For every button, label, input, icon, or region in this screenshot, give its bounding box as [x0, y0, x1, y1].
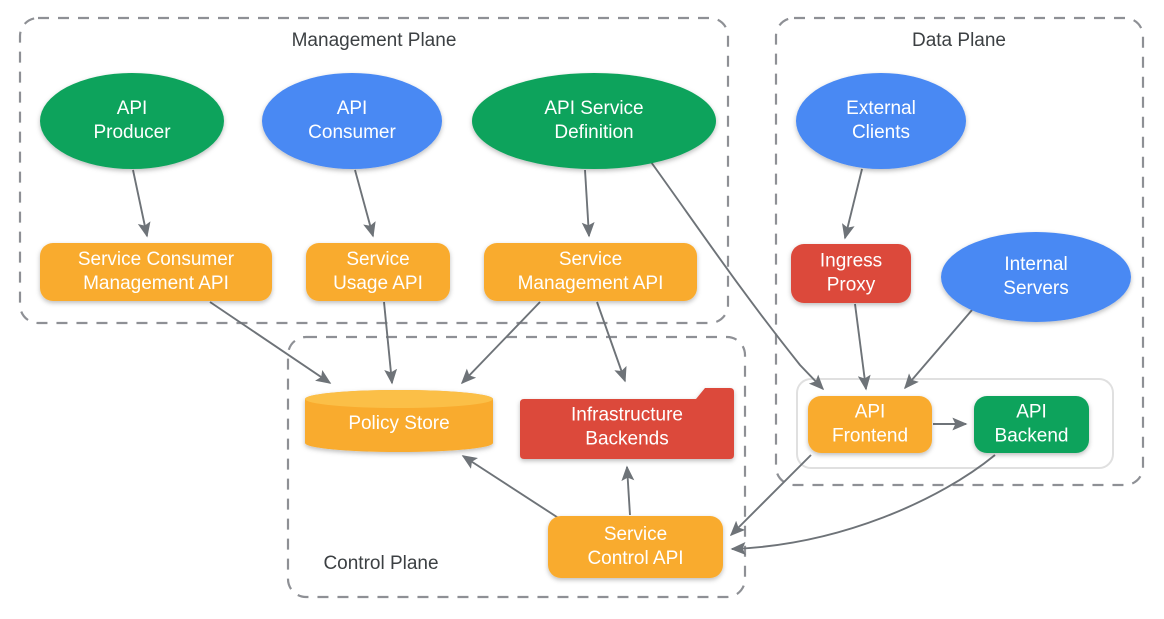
api-consumer-ellipse-shape — [262, 73, 442, 169]
edge-service-control-api-to-policy-store — [461, 455, 561, 520]
api-frontend-label: API — [855, 402, 886, 423]
data-plane-border — [774, 16, 1145, 487]
api-backend-label: API — [1016, 402, 1047, 423]
api-frontend-rect-shape — [808, 396, 932, 453]
api-service-definition-ellipse-shape — [472, 73, 716, 169]
internal-servers-label: Internal — [1004, 254, 1067, 275]
api-service-definition-label: Definition — [554, 122, 633, 143]
management-plane: Management Plane — [18, 16, 730, 325]
service-usage-api-label: Usage API — [333, 273, 423, 294]
service-management-api-label: Management API — [518, 273, 664, 294]
edges-layer — [132, 161, 996, 555]
api-producer-label: Producer — [93, 122, 171, 143]
service-management-api-label: Service — [559, 249, 622, 270]
service-consumer-management-api-label: Service Consumer — [78, 249, 235, 270]
infrastructure-backends-folder-shape — [520, 388, 734, 459]
service-usage-api-rect-shape — [306, 243, 450, 301]
ingress-proxy-label: Proxy — [827, 275, 876, 296]
service-management-api-rect-shape — [484, 243, 697, 301]
control-plane-label: Control Plane — [323, 553, 438, 574]
edge-mgmt-api-to-policy-store — [460, 301, 541, 385]
management-plane-label: Management Plane — [292, 30, 457, 51]
external-clients-label: External — [846, 98, 916, 119]
node-api-consumer[interactable]: API Consumer — [262, 73, 442, 169]
edge-ingress-proxy-to-api-frontend — [854, 303, 871, 391]
edge-service-control-api-to-infra-backends — [621, 465, 635, 516]
ingress-proxy-label: Ingress — [820, 251, 882, 272]
service-usage-api-label: Service — [346, 249, 409, 270]
edge-definition-to-api-frontend — [650, 161, 825, 391]
edge-definition-to-mgmt-api — [581, 169, 595, 238]
node-api-producer[interactable]: API Producer — [40, 73, 224, 169]
api-producer-label: API — [117, 98, 148, 119]
service-consumer-management-api-label: Management API — [83, 273, 229, 294]
api-runtime-group — [796, 378, 1114, 469]
api-producer-ellipse-shape — [40, 73, 224, 169]
api-backend-rect-shape — [974, 396, 1089, 453]
edge-api-backend-to-service-control-api — [730, 454, 996, 555]
internal-servers-ellipse-shape — [941, 232, 1131, 322]
policy-store-label: Policy Store — [348, 413, 449, 434]
control-plane-border — [286, 335, 747, 599]
api-backend-label: Backend — [995, 426, 1069, 447]
edge-usage-api-to-policy-store — [383, 301, 398, 385]
edge-producer-to-consumer-mgmt-api — [132, 169, 151, 238]
data-plane-label: Data Plane — [912, 30, 1006, 51]
infrastructure-backends-label: Infrastructure — [571, 405, 683, 426]
service-control-api-rect-shape — [548, 516, 723, 578]
api-frontend-label: Frontend — [832, 426, 908, 447]
data-plane: Data Plane — [774, 16, 1145, 487]
node-api-frontend[interactable]: API Frontend — [808, 396, 932, 453]
infrastructure-backends-label: Backends — [585, 429, 668, 450]
groups-layer — [796, 378, 1114, 469]
service-control-api-label: Service — [604, 524, 667, 545]
service-control-api-label: Control API — [587, 548, 683, 569]
control-plane: Control Plane — [286, 335, 747, 599]
edge-external-clients-to-ingress-proxy — [842, 168, 863, 240]
api-consumer-label: API — [337, 98, 368, 119]
edge-mgmt-api-to-infra-backends — [596, 301, 627, 383]
ingress-proxy-rect-shape — [791, 244, 911, 303]
edge-consumer-to-usage-api — [354, 169, 376, 238]
api-service-definition-label: API Service — [544, 98, 643, 119]
node-policy-store[interactable]: Policy Store — [305, 390, 493, 452]
node-api-backend[interactable]: API Backend — [974, 396, 1089, 453]
external-clients-label: Clients — [852, 122, 910, 143]
policy-store-cylinder-top — [305, 390, 493, 408]
edge-internal-servers-to-api-frontend — [904, 309, 973, 390]
edge-api-frontend-to-service-control-api — [729, 454, 812, 537]
edge-consumer-mgmt-api-to-policy-store — [209, 301, 332, 384]
service-consumer-management-api-rect-shape — [40, 243, 272, 301]
api-consumer-label: Consumer — [308, 122, 396, 143]
external-clients-ellipse-shape — [796, 73, 966, 169]
internal-servers-label: Servers — [1003, 278, 1068, 299]
